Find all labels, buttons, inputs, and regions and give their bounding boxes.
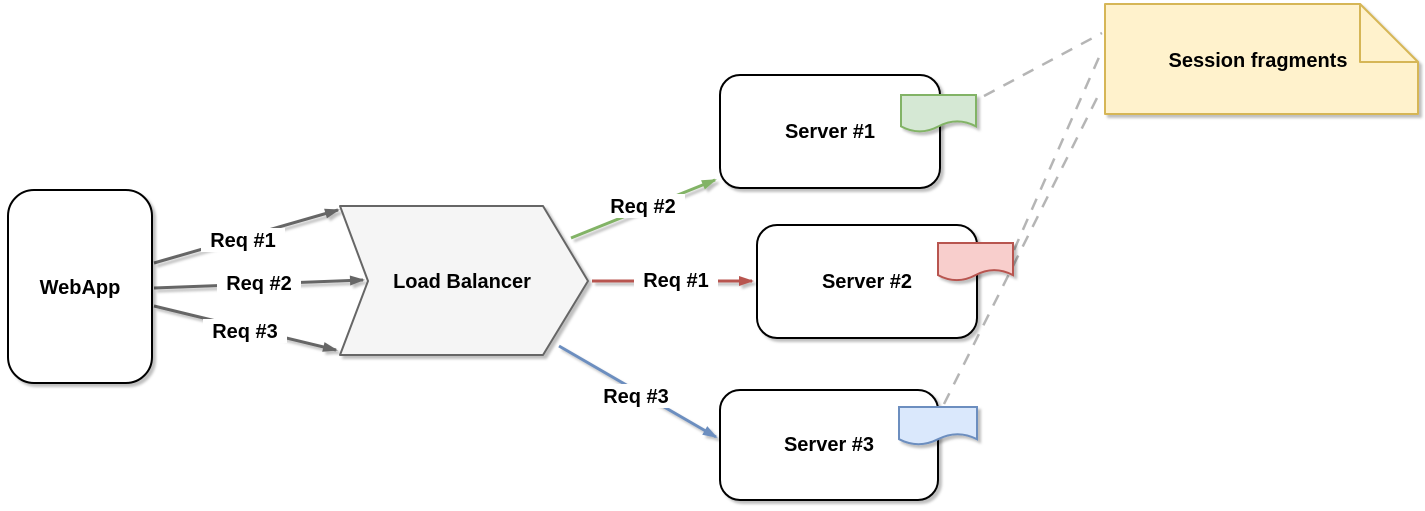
edge-labels: Req #1 Req #2 Req #3 Req #2 Req #1 Req #…: [201, 194, 718, 408]
note-shape: [1104, 3, 1419, 115]
webapp-box: [7, 189, 153, 384]
edge-label-text: Req #3: [212, 321, 278, 343]
server3-node: Server #3: [719, 389, 978, 501]
document-fragment-icon-green: [900, 94, 977, 133]
server3-box: [719, 389, 939, 501]
server1-node: Server #1: [719, 74, 977, 189]
edge-label-req3-left: Req #3: [203, 319, 287, 343]
server2-box: [756, 224, 978, 339]
server2-node: Server #2: [756, 224, 1014, 339]
server3-label: Server #3: [784, 434, 874, 456]
edge-label-text: Req #1: [210, 230, 276, 252]
load-balancer-node: Load Balancer: [339, 205, 589, 356]
session-link-dashed-line-server2: [1012, 54, 1102, 251]
label-bg: [594, 384, 678, 408]
load-balancer-shape: [339, 205, 589, 356]
label-bg: [201, 228, 285, 252]
edge-label-req2-left: Req #2: [217, 271, 301, 295]
session-links: [942, 31, 1103, 405]
session-link-dashed-line-server1: [983, 31, 1103, 98]
edge-label-text: Req #2: [226, 273, 292, 295]
document-fragment-icon-blue: [898, 406, 978, 446]
edge-label-text: Req #1: [643, 270, 709, 292]
server1-label: Server #1: [785, 121, 875, 143]
load-balancer-label: Load Balancer: [393, 271, 531, 293]
session-fragments-note: Session fragments: [1104, 3, 1419, 115]
edge-label-req2-green: Req #2: [601, 194, 685, 218]
edge-label-req1-red: Req #1: [634, 268, 718, 292]
edge-label-req1-left: Req #1: [201, 228, 285, 252]
server2-label: Server #2: [822, 271, 912, 293]
label-bg: [203, 319, 287, 343]
edge-label-text: Req #3: [603, 386, 669, 408]
webapp-label: WebApp: [40, 277, 121, 299]
session-fragments-label: Session fragments: [1169, 50, 1348, 72]
server1-box: [719, 74, 941, 189]
webapp-node: WebApp: [7, 189, 153, 384]
label-bg: [601, 194, 685, 218]
note-folded-corner-icon: [1359, 3, 1419, 63]
label-bg: [634, 268, 718, 292]
label-bg: [217, 271, 301, 295]
edge-label-req3-blue: Req #3: [594, 384, 678, 408]
document-fragment-icon-red: [937, 242, 1014, 282]
session-link-dashed-line-server3: [942, 91, 1102, 405]
edge-label-text: Req #2: [610, 196, 676, 218]
